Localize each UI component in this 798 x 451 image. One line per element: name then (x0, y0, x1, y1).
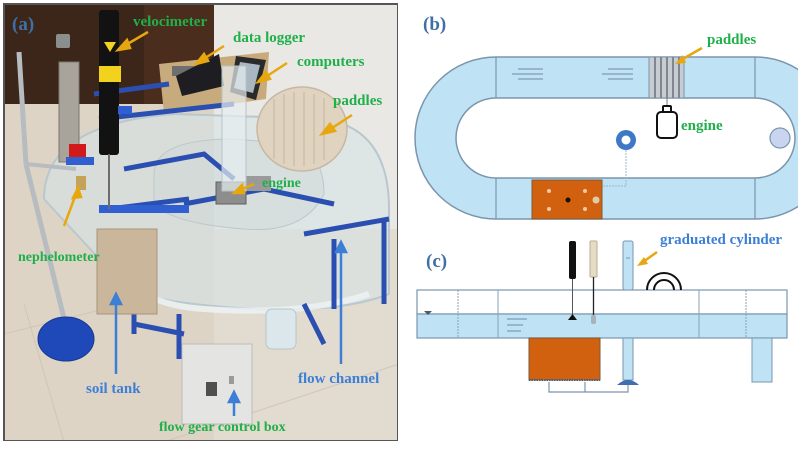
photo-frame (4, 4, 397, 440)
graduated-cylinder-bottom (622, 337, 634, 381)
soil-tank-body (96, 228, 158, 315)
velocimeter-warning-sign (104, 42, 116, 52)
arrow-paddles-b (680, 46, 703, 62)
graduated-cylinder (221, 65, 247, 192)
label-velocimeter: velocimeter (133, 14, 208, 30)
label-paddles-b: paddles (707, 32, 757, 48)
panel-a-tag: (a) (12, 14, 35, 35)
label-data-logger: data logger (233, 30, 306, 46)
velocimeter-clamp (118, 106, 132, 114)
section-dividers-c (457, 290, 747, 338)
engine-shaft-housing (246, 176, 271, 191)
apparatus-photo (4, 4, 397, 440)
arrowhead-paddles-b (675, 55, 686, 64)
blue-bar (99, 205, 189, 213)
velocimeter-yellow-tape (99, 66, 121, 82)
graduated-cylinder-top (622, 240, 634, 291)
velocimeter-tip (568, 314, 577, 320)
stand-base (37, 316, 95, 362)
arrow-nephelometer (62, 193, 78, 227)
soil-sampling-points (547, 189, 587, 211)
label-engine-b: engine (681, 118, 723, 134)
soil-tank-c (528, 337, 601, 381)
control-box-knob (229, 376, 234, 384)
nephelometer-red-ring (69, 144, 86, 158)
flow-direction-lines (512, 68, 633, 80)
stand-aluminum-rail (16, 51, 29, 165)
label-flow-gear-control-box: flow gear control box (159, 420, 286, 435)
arrowhead-paddles (318, 121, 338, 137)
nephelometer-ring-hole (621, 135, 631, 145)
arrowhead-computers (254, 69, 272, 85)
label-flow-channel: flow channel (298, 371, 380, 387)
nephelometer-cap (56, 34, 70, 48)
arrowhead-soil-tank (108, 291, 124, 306)
paddle-wheel-inner (653, 279, 675, 291)
side-view-schematic (416, 240, 788, 393)
arrowhead-nephelometer (70, 184, 83, 200)
drain-pipe (548, 382, 629, 393)
arrowhead-velocimeter (114, 37, 132, 52)
section-dividers (495, 57, 756, 219)
panel-a-orange-arrows (62, 30, 353, 227)
arrowhead-graduated-cylinder (637, 257, 648, 266)
laptop (176, 54, 224, 96)
nephelometer-clamp (66, 157, 94, 165)
water-level-marker (424, 311, 432, 315)
panel-a-photo: (a) velocimeter data logger computers pa… (3, 3, 398, 441)
panel-b-top-view: (b) paddles engine (405, 0, 798, 230)
arrowhead-control-box (226, 389, 242, 404)
control-box-switch (206, 382, 217, 396)
panel-a-blue-arrows (108, 239, 349, 416)
label-nephelometer: nephelometer (18, 250, 100, 265)
label-soil-tank: soil tank (86, 381, 141, 397)
paddle-blades (654, 57, 680, 98)
velocimeter-probe (99, 10, 119, 155)
water-bottle (265, 308, 297, 350)
channel-air-section (416, 289, 788, 315)
nephelometer-sensor (76, 176, 86, 190)
cylinder-base (617, 380, 639, 385)
connection-line (595, 150, 627, 187)
engine-icon (656, 111, 678, 139)
channel-leg (751, 337, 773, 383)
label-graduated-cylinder: graduated cylinder (660, 232, 783, 248)
panel-c-tag: (c) (426, 251, 448, 272)
top-view-schematic (414, 46, 798, 220)
arrowhead-data-logger (192, 51, 210, 67)
stand-arm (25, 162, 77, 171)
velocimeter-icon (569, 241, 576, 279)
arrowhead-engine (230, 182, 246, 195)
nephelometer-tip (591, 315, 596, 324)
label-paddles: paddles (333, 93, 383, 109)
label-computers: computers (297, 54, 365, 70)
channel-water-section (416, 313, 788, 339)
panel-b-tag: (b) (423, 14, 447, 35)
paddle-wheel-outer (646, 272, 682, 291)
soil-center-point (565, 197, 571, 203)
paddle-blades (273, 92, 325, 166)
label-engine: engine (262, 176, 301, 191)
arrowhead-flow-channel (333, 239, 349, 254)
flow-direction-lines-c (507, 318, 527, 332)
panel-c-side-view: (c) graduated cylinder (405, 225, 798, 451)
soil-sensor (592, 196, 600, 204)
nephelometer-icon (589, 240, 598, 278)
outlet-circle (769, 127, 791, 149)
